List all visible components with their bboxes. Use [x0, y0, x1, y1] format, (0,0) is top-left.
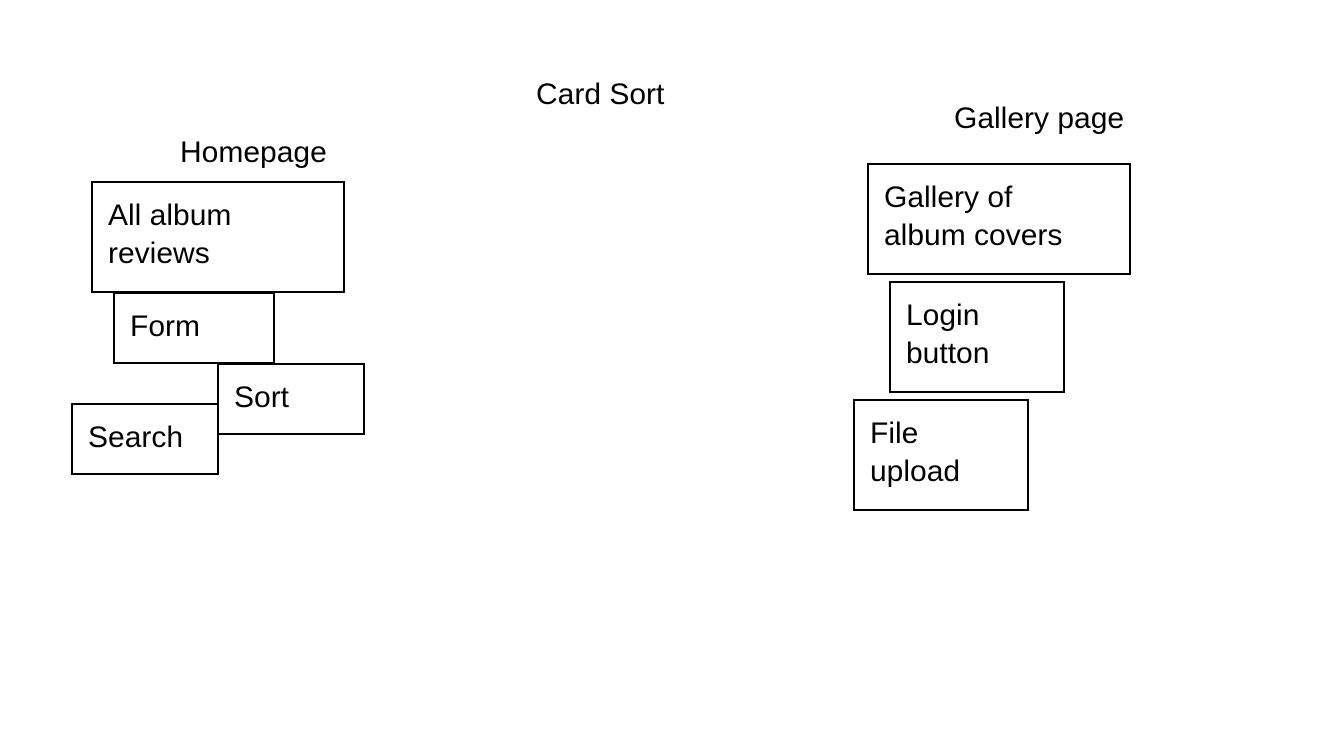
group-label-homepage: Homepage — [180, 136, 327, 169]
card-label: Gallery of album covers — [884, 181, 1063, 252]
card-label: File upload — [870, 417, 961, 488]
page-title: Card Sort — [536, 78, 665, 111]
card-form[interactable]: Form — [113, 292, 275, 364]
card-gallery-of-album-covers[interactable]: Gallery of album covers — [867, 163, 1131, 275]
card-all-album-reviews[interactable]: All album reviews — [91, 181, 345, 293]
card-search[interactable]: Search — [71, 403, 219, 475]
card-label: Login button — [906, 299, 990, 370]
group-label-gallery-page: Gallery page — [954, 102, 1125, 135]
card-label: All album reviews — [108, 199, 232, 270]
card-file-upload[interactable]: File upload — [853, 399, 1029, 511]
card-login-button[interactable]: Login button — [889, 281, 1065, 393]
card-label: Form — [130, 310, 200, 343]
card-sort[interactable]: Sort — [217, 363, 365, 435]
card-label: Search — [88, 421, 184, 454]
card-label: Sort — [234, 381, 290, 414]
